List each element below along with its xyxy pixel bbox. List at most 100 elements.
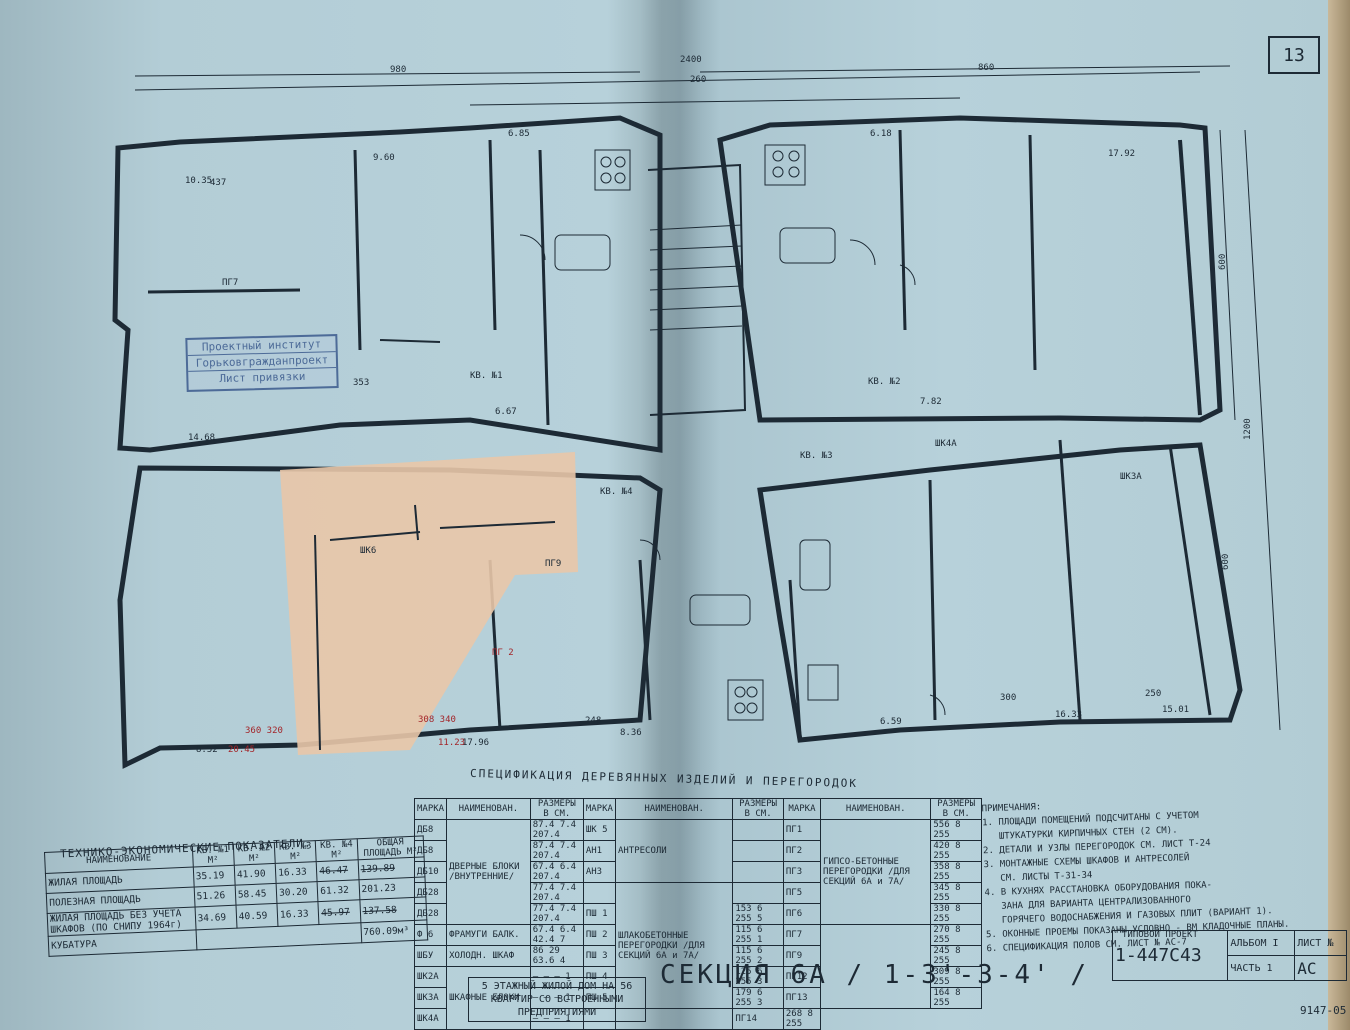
area-960: 9.60	[373, 153, 395, 163]
dim-right-1200: 1200	[1243, 418, 1253, 440]
area-1792: 17.92	[1108, 149, 1135, 159]
spec-c6	[614, 1008, 734, 1030]
tep-struck: 45.97	[321, 906, 351, 919]
section-title: СЕКЦИЯ 6А / 1-3'-3-4' /	[660, 960, 1090, 990]
spec-c6	[732, 861, 784, 883]
area-667: 6.67	[495, 407, 517, 417]
dim-248: 248	[585, 716, 601, 726]
spec-door-blocks: ДВЕРНЫЕ БЛОКИ /ВНУТРЕННИЕ/	[446, 819, 531, 925]
spec-c4: АН1	[582, 840, 616, 862]
spec-c9: 420 8 255	[930, 840, 982, 862]
sheet-code: АС	[1294, 955, 1347, 981]
tep-cell: 34.69	[194, 905, 237, 930]
tep-cell: 760.09м³	[360, 919, 428, 943]
tep-hdr: ОБЩАЯ ПЛОЩАДЬ М²	[356, 835, 425, 860]
stamp-line-3: Лист привязки	[219, 369, 306, 386]
spec-c6	[732, 819, 784, 841]
tep-hdr: КВ. №4 М²	[315, 838, 358, 862]
part-label: ЧАСТЬ 1	[1227, 955, 1296, 981]
album-label: АЛЬБОМ I	[1227, 930, 1296, 956]
spec-hdr-name3: НАИМЕНОВАН.	[820, 798, 932, 820]
spec-hdr-size1: РАЗМЕРЫ В СМ.	[529, 798, 584, 820]
spec-c2: ФРАМУГИ БАЛК.	[446, 924, 531, 946]
album-edge	[1328, 0, 1350, 1030]
spec-c6: 179 6 255 3	[732, 987, 784, 1009]
spec-c6: 153 6 255 5	[732, 903, 784, 925]
spec-c4	[582, 882, 616, 904]
sheet-stamp-number: 9147-05	[1300, 1004, 1347, 1017]
house-description: 5 ЭТАЖНЫЙ ЖИЛОЙ ДОМ НА 56 КВАРТИР СО ВСТ…	[468, 977, 646, 1022]
label-pg7: ПГ7	[222, 278, 238, 288]
tep-cell: 40.59	[235, 903, 279, 929]
label-shk6: ШК6	[360, 546, 376, 556]
project-code: 1-447С43	[1111, 930, 1229, 981]
spec-hdr-name2: НАИМЕНОВАН.	[614, 798, 734, 820]
red-area-1123: 11.23	[438, 738, 465, 748]
dim-top-980: 980	[390, 65, 406, 75]
red-label-pg2: ПГ 2	[492, 648, 514, 658]
red-area-2045: 20.45	[228, 745, 255, 755]
tep-cell: 46.47	[316, 859, 359, 882]
spec-hdr-size3: РАЗМЕРЫ В СМ.	[930, 798, 982, 820]
spec-c6	[732, 882, 784, 904]
spec-c7: ПГ9	[782, 945, 822, 967]
spec-c7: ПГ6	[782, 903, 822, 925]
spec-cabinet-blocks: ШКАФНЫЕ БЛОКИ	[446, 966, 531, 1030]
tep-cell: 45.97	[318, 899, 361, 925]
project-type: ТИПОВОЙ ПРОЕКТ	[1122, 930, 1198, 940]
spec-c9: 164 8 255	[930, 987, 982, 1009]
spec-c4: АН3	[582, 861, 616, 883]
tep-cell: 16.33	[277, 901, 320, 927]
tep-cell: 51.26	[193, 885, 236, 907]
area-618: 6.18	[870, 129, 892, 139]
label-shk3a: ШК3А	[1120, 472, 1142, 482]
spec-c3: 87.4 7.4 207.4	[529, 819, 584, 841]
dim-250: 250	[1145, 689, 1161, 699]
tep-cell: 58.45	[234, 883, 278, 906]
spec-c6: 115 6 255 1	[732, 924, 784, 946]
label-kv4: КВ. №4	[600, 487, 633, 497]
spec-c7: ПГ5	[782, 882, 822, 904]
institute-stamp: Проектный институт Горьковгражданпроект …	[185, 334, 339, 392]
dim-437: 437	[210, 178, 226, 188]
area-1633: 16.33	[1055, 710, 1082, 720]
tep-cell: 41.90	[234, 863, 277, 886]
tep-hdr: КВ. №3 М²	[274, 840, 317, 864]
spec-c1: ШК2А	[413, 966, 448, 988]
area-1035: 10.35	[185, 176, 212, 186]
spec-c9: 358 8 255	[930, 861, 982, 883]
spec-cabinets: ШЛАКОБЕТОННЫЕ ПЕРЕГОРОДКИ /ДЛЯ СЕКЦИЙ 6А…	[614, 882, 734, 1009]
spec-c1: ШБУ	[413, 945, 448, 967]
spec-c7: ПГ3	[782, 861, 822, 883]
tep-struck: 137.58	[362, 904, 398, 917]
spec-c7: ПГ14	[732, 1008, 784, 1030]
tep-hdr: КВ. №1 М²	[191, 844, 235, 868]
label-kv2: КВ. №2	[868, 377, 901, 387]
tep-cell: 137.58	[359, 896, 427, 923]
area-782: 7.82	[920, 397, 942, 407]
spec-c9: 330 8 255	[930, 903, 982, 925]
spec-c1: ШК3А	[413, 987, 448, 1009]
spec-c3: 67.4 6.4 207.4	[529, 861, 584, 883]
spec-hdr-name1: НАИМЕНОВАН.	[446, 798, 531, 820]
spec-c9: 556 8 255	[930, 819, 982, 841]
dim-353: 353	[353, 378, 369, 388]
spec-c6	[732, 840, 784, 862]
red-dim-340: 308 340	[418, 715, 456, 725]
area-685: 6.85	[508, 129, 530, 139]
spec-c4: ПШ 2	[582, 924, 616, 946]
area-836: 8.36	[620, 728, 642, 738]
spec-c3: 77.4 7.4 207.4	[529, 903, 584, 925]
spec-hdr-mark2: МАРКА	[582, 798, 616, 820]
spec-c1: ШК4А	[413, 1008, 448, 1030]
spec-c2: ХОЛОДН. ШКАФ	[446, 945, 531, 967]
area-1501: 15.01	[1162, 705, 1189, 715]
spec-c3: 87.4 7.4 207.4	[529, 840, 584, 862]
tep-table: НАИМЕНОВАНИЕ КВ. №1 М² КВ. №2 М² КВ. №3 …	[44, 835, 428, 957]
tep-cell: 35.19	[192, 865, 235, 888]
spec-c7: ПГ1	[782, 819, 822, 841]
label-shk4a: ШК4А	[935, 439, 957, 449]
spec-c9: 268 8 255	[782, 1008, 822, 1030]
spec-hdr-mark3: МАРКА	[782, 798, 822, 820]
